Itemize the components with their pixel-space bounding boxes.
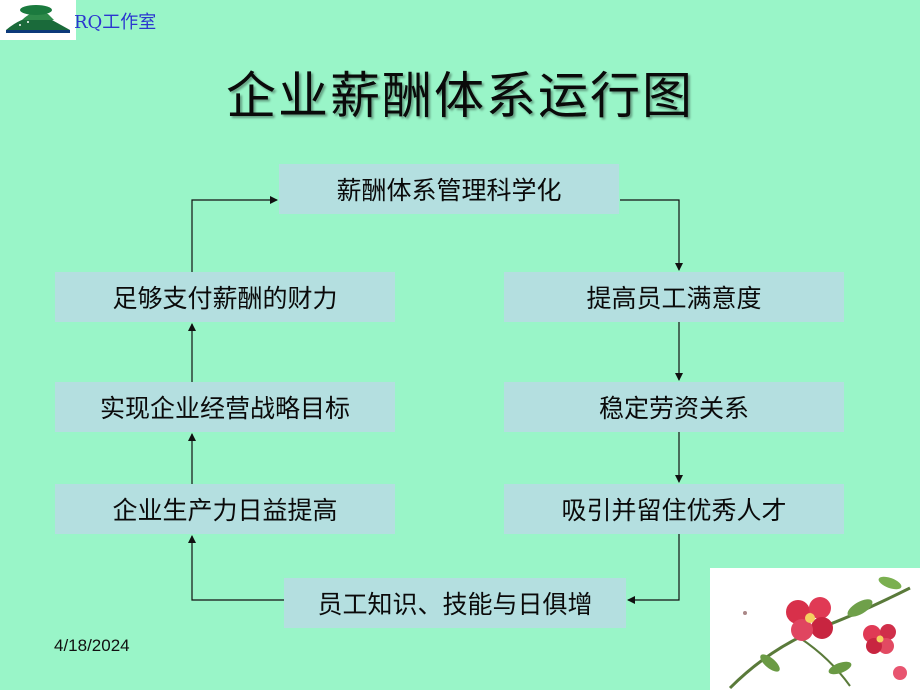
box-productivity: 企业生产力日益提高 bbox=[55, 484, 395, 534]
page-title: 企业薪酬体系运行图 bbox=[226, 67, 694, 125]
box-financial-capacity: 足够支付薪酬的财力 bbox=[55, 272, 395, 322]
box-strategic-goals: 实现企业经营战略目标 bbox=[55, 382, 395, 432]
arrow-finance-to-top bbox=[191, 196, 278, 272]
slide-date: 4/18/2024 bbox=[54, 636, 130, 655]
box-compensation-scientific: 薪酬体系管理科学化 bbox=[279, 164, 619, 214]
brand-label: RQ工作室 bbox=[74, 12, 157, 33]
box-employee-satisfaction: 提高员工满意度 bbox=[504, 272, 844, 322]
flower-image bbox=[710, 568, 920, 690]
arrow-top-to-satisfaction bbox=[620, 199, 683, 271]
box-employee-skills: 员工知识、技能与日俱增 bbox=[284, 578, 626, 628]
flower-icon bbox=[728, 576, 911, 690]
logo-mountain-icon bbox=[6, 5, 70, 33]
arrow-talent-to-skills bbox=[627, 534, 680, 604]
arrow-skills-to-productivity bbox=[188, 535, 284, 601]
logo bbox=[0, 0, 76, 40]
box-labor-relations: 稳定劳资关系 bbox=[504, 382, 844, 432]
box-talent-retention: 吸引并留住优秀人才 bbox=[504, 484, 844, 534]
